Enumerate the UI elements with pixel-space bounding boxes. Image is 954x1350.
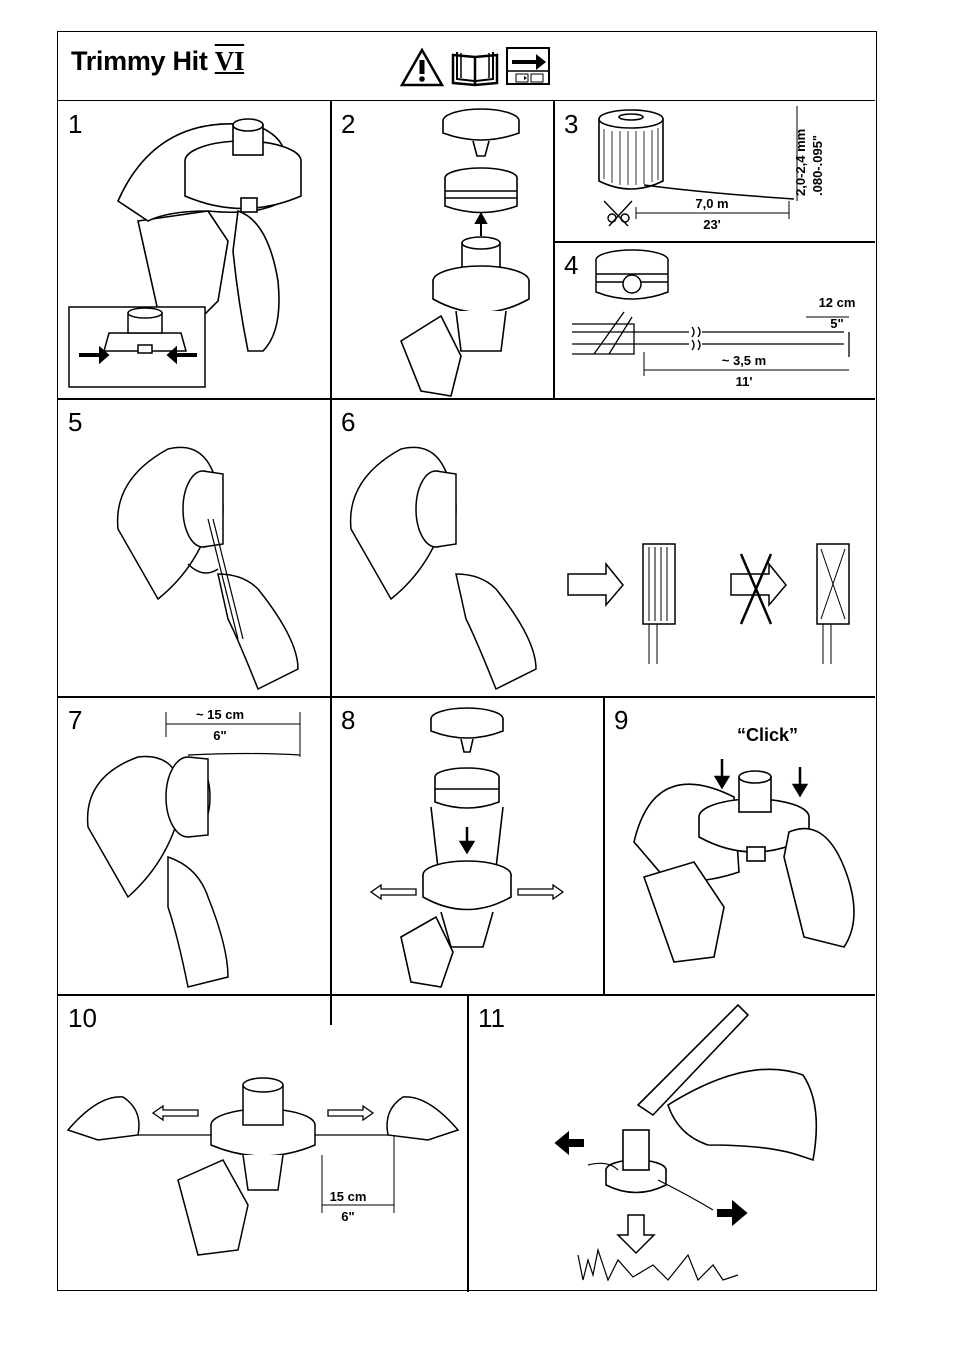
header: Trimmy Hit VI (58, 32, 875, 101)
arrow-reference-icon (506, 47, 550, 85)
step-4-panel: 4 12 cm 5" (554, 242, 875, 398)
step-9-illustration (604, 697, 875, 994)
step-10-illustration: 15 cm 6" (58, 995, 467, 1292)
step-10-panel: 10 15 cm 6" (58, 995, 467, 1292)
step-2-panel: 2 (331, 101, 553, 398)
step-8-panel: 8 (331, 697, 603, 994)
warning-triangle-icon (400, 47, 444, 87)
length-imperial-label: 6" (341, 1209, 354, 1224)
length-imperial-label: 23' (703, 217, 721, 232)
step-2-illustration (331, 101, 553, 398)
step-6-illustration (331, 399, 875, 696)
step-1-panel: 1 (58, 101, 330, 398)
step-8-illustration (331, 697, 603, 994)
long-length-imperial: 11' (736, 374, 753, 389)
step-1-illustration (58, 101, 330, 398)
step-4-illustration: 12 cm 5" ~ 3,5 m 11' (554, 242, 875, 398)
step-11-illustration (468, 995, 875, 1292)
long-length-metric: ~ 3,5 m (722, 353, 766, 368)
open-book-icon (450, 47, 500, 87)
diameter-metric-label: 2,0-2,4 mm (793, 129, 808, 196)
step-5-panel: 5 (58, 399, 330, 696)
instruction-sheet: Trimmy Hit VI (57, 31, 877, 1291)
step-3-illustration: 7,0 m 23' 2,0-2,4 mm .080-.095" (554, 101, 875, 241)
title-text: Trimmy Hit (71, 46, 208, 76)
length-metric-label: 7,0 m (695, 196, 728, 211)
length-imperial-label: 6" (213, 728, 226, 743)
page-title: Trimmy Hit VI (71, 46, 244, 77)
length-metric-label: 15 cm (330, 1189, 367, 1204)
title-roman-numeral: VI (215, 46, 244, 76)
step-11-panel: 11 (468, 995, 875, 1292)
step-3-panel: 3 7,0 m 23' 2,0-2,4 (554, 101, 875, 241)
step-5-illustration (58, 399, 330, 696)
header-icons (400, 47, 550, 87)
short-length-imperial: 5" (830, 316, 843, 331)
step-6-panel: 6 (331, 399, 875, 696)
length-metric-label: ~ 15 cm (196, 707, 244, 722)
step-7-panel: 7 ~ 15 cm 6" (58, 697, 330, 994)
step-9-panel: 9 “Click” (604, 697, 875, 994)
step-7-illustration: ~ 15 cm 6" (58, 697, 330, 994)
short-length-metric: 12 cm (819, 295, 856, 310)
diameter-imperial-label: .080-.095" (810, 135, 825, 196)
